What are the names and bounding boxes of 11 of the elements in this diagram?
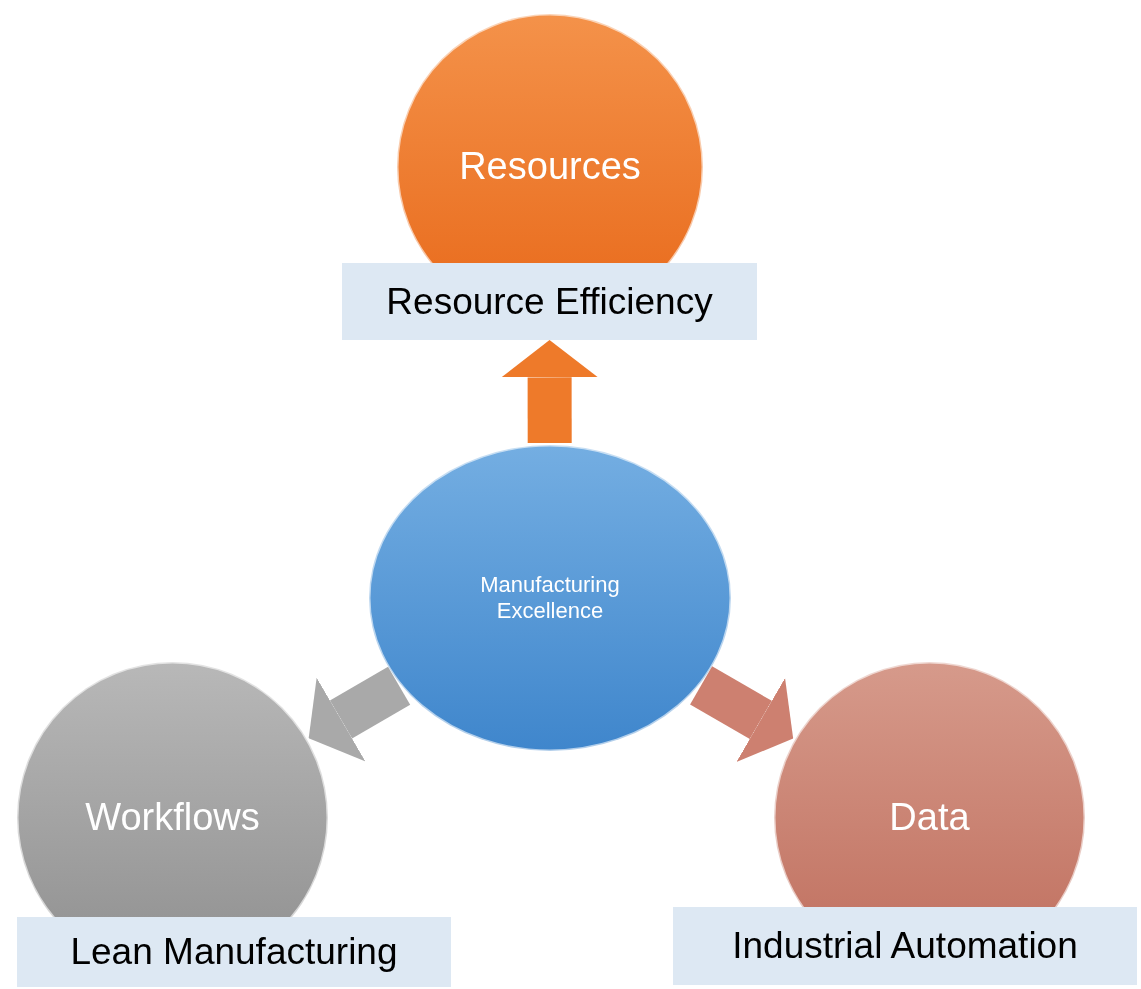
block-arrow [308,666,411,762]
label-box: Industrial Automation [673,907,1137,985]
block-arrow [690,666,794,762]
node-label: Data [889,794,970,840]
label-box: Lean Manufacturing [17,917,451,987]
block-arrow [501,340,598,443]
node-label: Manufacturing Excellence [479,571,621,625]
label-box: Resource Efficiency [342,263,757,340]
node-label: Workflows [85,794,260,840]
node-label: Resources [459,144,641,190]
circle-node [367,443,733,753]
